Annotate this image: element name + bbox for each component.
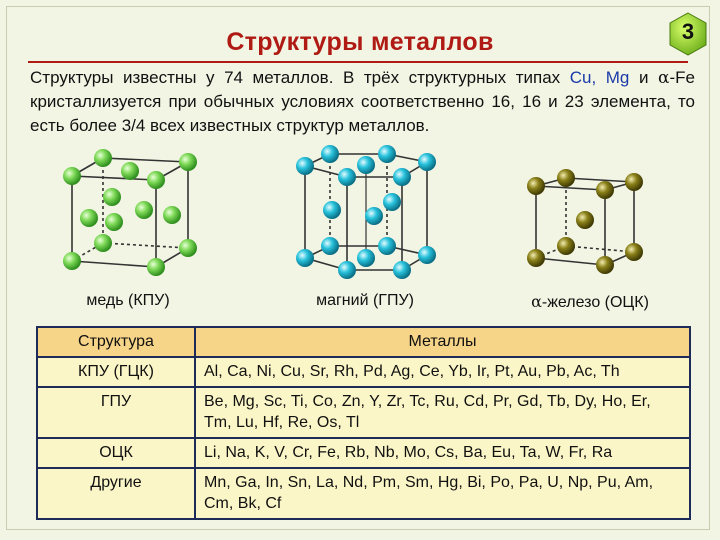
title-underline: [28, 61, 688, 63]
cell-structure: Другие: [36, 467, 196, 520]
cell-metals: Li, Na, K, V, Cr, Fe, Rb, Nb, Mo, Cs, Ba…: [194, 437, 691, 469]
caption-iron: α-железо (ОЦК): [510, 292, 670, 312]
metal-structures-table: Структура Металлы КПУ (ГЦК) Al, Ca, Ni, …: [36, 326, 691, 520]
slide-number: 3: [681, 19, 695, 44]
intro-metals: Cu, Mg: [569, 68, 630, 87]
slide-title: Структуры металлов: [226, 28, 494, 56]
slide-frame: [6, 6, 710, 530]
table-row: ОЦК Li, Na, K, V, Cr, Fe, Rb, Nb, Mo, Cs…: [36, 437, 691, 469]
magnesium-atoms: [296, 145, 436, 279]
table-row: ГПУ Be, Mg, Sc, Ti, Co, Zn, Y, Zr, Tc, R…: [36, 386, 691, 439]
iron-atoms: [527, 169, 643, 274]
caption-iron-alpha: α: [531, 292, 542, 311]
slide-number-badge: [669, 12, 707, 56]
header-structure: Структура: [36, 326, 196, 358]
cell-metals: Be, Mg, Sc, Ti, Co, Zn, Y, Zr, Tc, Ru, C…: [194, 386, 691, 439]
intro-paragraph: Структуры известны у 74 металлов. В трёх…: [30, 66, 695, 138]
intro-text-3: -Fe кристаллизуется при обычных условиях…: [30, 68, 695, 135]
cell-structure: ГПУ: [36, 386, 196, 439]
intro-text-1: Структуры известны у 74 металлов. В трёх…: [30, 68, 570, 87]
cell-structure: ОЦК: [36, 437, 196, 469]
header-metals: Металлы: [194, 326, 691, 358]
intro-text-2: и: [629, 68, 659, 87]
caption-copper: медь (КПУ): [86, 292, 170, 309]
cell-metals: Mn, Ga, In, Sn, La, Nd, Pm, Sm, Hg, Bi, …: [194, 467, 691, 520]
table-row: КПУ (ГЦК) Al, Ca, Ni, Cu, Sr, Rh, Pd, Ag…: [36, 356, 691, 388]
table-row: Другие Mn, Ga, In, Sn, La, Nd, Pm, Sm, H…: [36, 467, 691, 520]
caption-magnesium: магний (ГПУ): [316, 292, 414, 309]
cell-metals: Al, Ca, Ni, Cu, Sr, Rh, Pd, Ag, Ce, Yb, …: [194, 356, 691, 388]
alpha-symbol: α: [658, 68, 670, 88]
cell-structure: КПУ (ГЦК): [36, 356, 196, 388]
copper-atoms: [63, 149, 197, 276]
table-header-row: Структура Металлы: [36, 326, 691, 358]
caption-iron-text: -железо (ОЦК): [541, 294, 649, 311]
crystal-structures: [63, 145, 643, 279]
